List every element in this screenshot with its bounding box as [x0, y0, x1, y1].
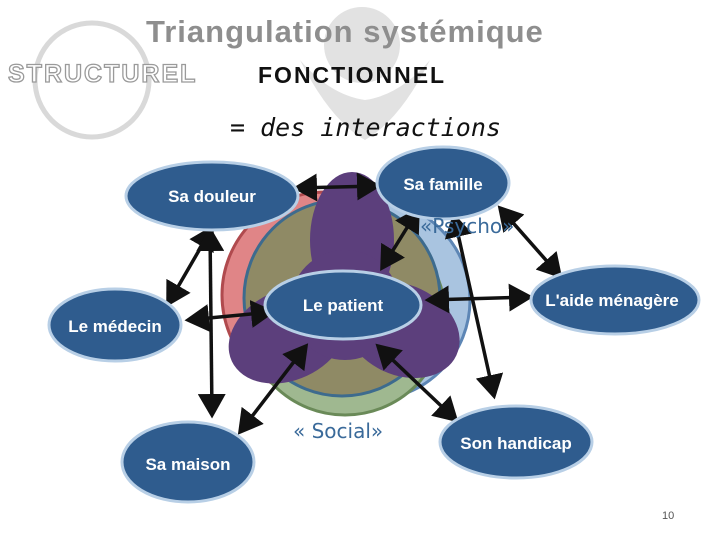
- node-sa-maison-label: Sa maison: [145, 455, 230, 474]
- node-son-handicap-label: Son handicap: [460, 434, 571, 453]
- node-son-handicap: Son handicap: [440, 406, 592, 478]
- node-sa-maison: Sa maison: [122, 422, 254, 502]
- node-le-medecin-label: Le médecin: [68, 317, 162, 336]
- node-sa-douleur: Sa douleur: [126, 162, 298, 230]
- node-le-medecin: Le médecin: [49, 289, 181, 361]
- node-sa-famille-label: Sa famille: [403, 175, 482, 194]
- node-aide-menagere-label: L'aide ménagère: [545, 291, 679, 310]
- arrow-douleur-famille: [296, 186, 378, 188]
- node-le-patient-label: Le patient: [303, 296, 384, 315]
- node-le-patient: Le patient: [265, 271, 421, 339]
- psycho-label: «Psycho»: [420, 214, 514, 238]
- node-sa-famille: Sa famille: [377, 147, 509, 219]
- node-aide-menagere: L'aide ménagère: [531, 266, 699, 334]
- arrow-douleur-maison: [210, 230, 212, 415]
- social-label: « Social»: [293, 419, 383, 443]
- arrow-douleur-medecin: [168, 228, 212, 304]
- page-number: 10: [662, 510, 674, 522]
- node-sa-douleur-label: Sa douleur: [168, 187, 256, 206]
